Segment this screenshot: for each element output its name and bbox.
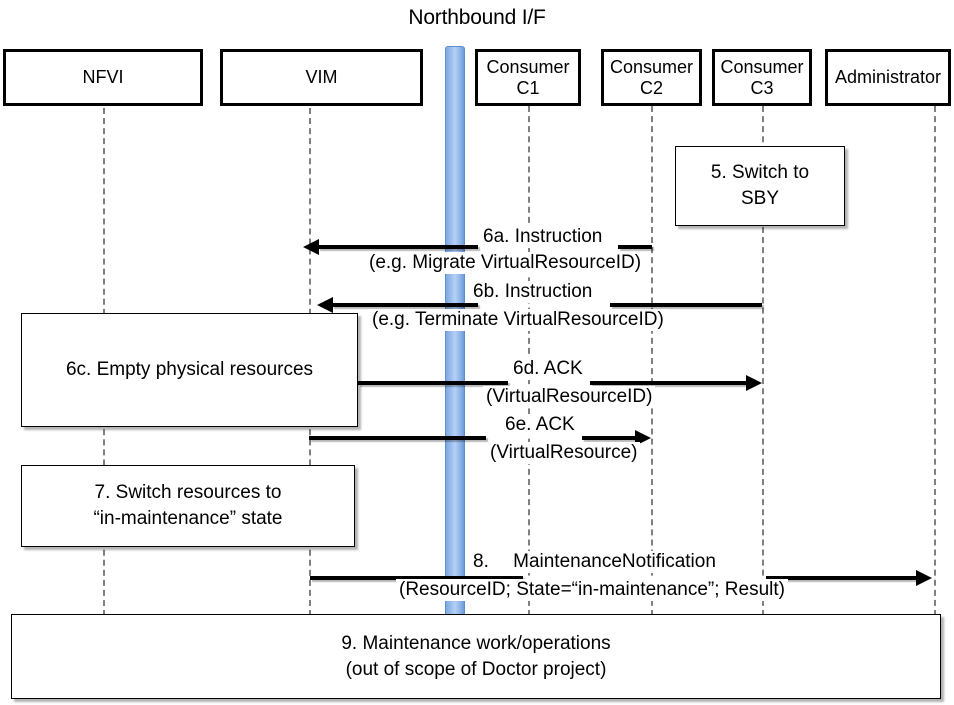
actor-label-nfvi: NFVI: [82, 67, 124, 88]
message-6d-line-right: [590, 381, 748, 385]
message-6b-arrowhead: [317, 297, 333, 313]
actor-box-consumer-c2[interactable]: Consumer C2: [601, 49, 702, 106]
actor-label-administrator: Administrator: [834, 67, 942, 88]
message-6e-label-line1: 6e. ACK: [502, 414, 578, 437]
actor-box-vim[interactable]: VIM: [220, 49, 423, 106]
note-box-switch-resources-in-maintenance[interactable]: 7. Switch resources to “in-maintenance” …: [21, 465, 355, 547]
actor-box-consumer-c1[interactable]: Consumer C1: [475, 49, 581, 106]
message-6d-label-line2: (VirtualResourceID): [483, 386, 656, 409]
message-6b-label-line2: (e.g. Terminate VirtualResourceID): [369, 309, 667, 332]
message-6e-label-line2: (VirtualResource): [487, 442, 641, 465]
message-6e-line-left: [309, 436, 486, 440]
note-box-maintenance-work[interactable]: 9. Maintenance work/operations (out of s…: [11, 614, 941, 699]
actor-box-administrator[interactable]: Administrator: [825, 49, 951, 106]
actor-label-vim: VIM: [305, 67, 338, 88]
message-6d-label-line1: 6d. ACK: [510, 358, 586, 381]
actor-box-nfvi[interactable]: NFVI: [3, 49, 203, 106]
diagram-title: Northbound I/F: [408, 6, 546, 29]
message-6a-line-left: [318, 245, 478, 249]
message-6a-arrowhead: [303, 239, 319, 255]
note-label-empty-physical-resources: 6c. Empty physical resources: [65, 359, 314, 381]
message-8-line-left: [310, 576, 523, 580]
northbound-interface-bar: [445, 46, 465, 618]
message-6b-label-line1: 6b. Instruction: [470, 281, 596, 304]
lifeline-c3: [762, 106, 764, 616]
message-6a-label-line2: (e.g. Migrate VirtualResourceID): [366, 252, 645, 275]
message-6a-line-right: [618, 245, 652, 249]
message-6b-line-left: [332, 303, 478, 307]
lifeline-administrator: [934, 106, 936, 616]
message-8-arrowhead: [916, 570, 932, 586]
message-8-label-line1: 8. MaintenanceNotification: [470, 551, 719, 574]
message-6d-line-left: [358, 381, 508, 385]
actor-label-consumer-c1: Consumer C1: [486, 56, 570, 98]
message-6b-line-right: [610, 303, 762, 307]
note-box-switch-to-sby[interactable]: 5. Switch to SBY: [675, 146, 845, 226]
note-label-switch-resources-in-maintenance: 7. Switch resources to “in-maintenance” …: [93, 482, 283, 529]
actor-box-consumer-c3[interactable]: Consumer C3: [712, 49, 812, 106]
message-8-label-line2: (ResourceID; State=“in-maintenance”; Res…: [396, 579, 788, 602]
note-box-empty-physical-resources[interactable]: 6c. Empty physical resources: [21, 313, 358, 427]
message-8-line-right: [766, 576, 918, 580]
message-6d-arrowhead: [746, 375, 762, 391]
lifeline-c2: [651, 106, 653, 616]
message-6e-line-right: [582, 436, 636, 440]
actor-label-consumer-c3: Consumer C3: [720, 56, 804, 98]
message-6a-label-line1: 6a. Instruction: [480, 226, 606, 249]
actor-label-consumer-c2: Consumer C2: [609, 56, 694, 98]
note-label-switch-to-sby: 5. Switch to SBY: [710, 162, 810, 209]
note-label-maintenance-work: 9. Maintenance work/operations (out of s…: [341, 632, 611, 680]
